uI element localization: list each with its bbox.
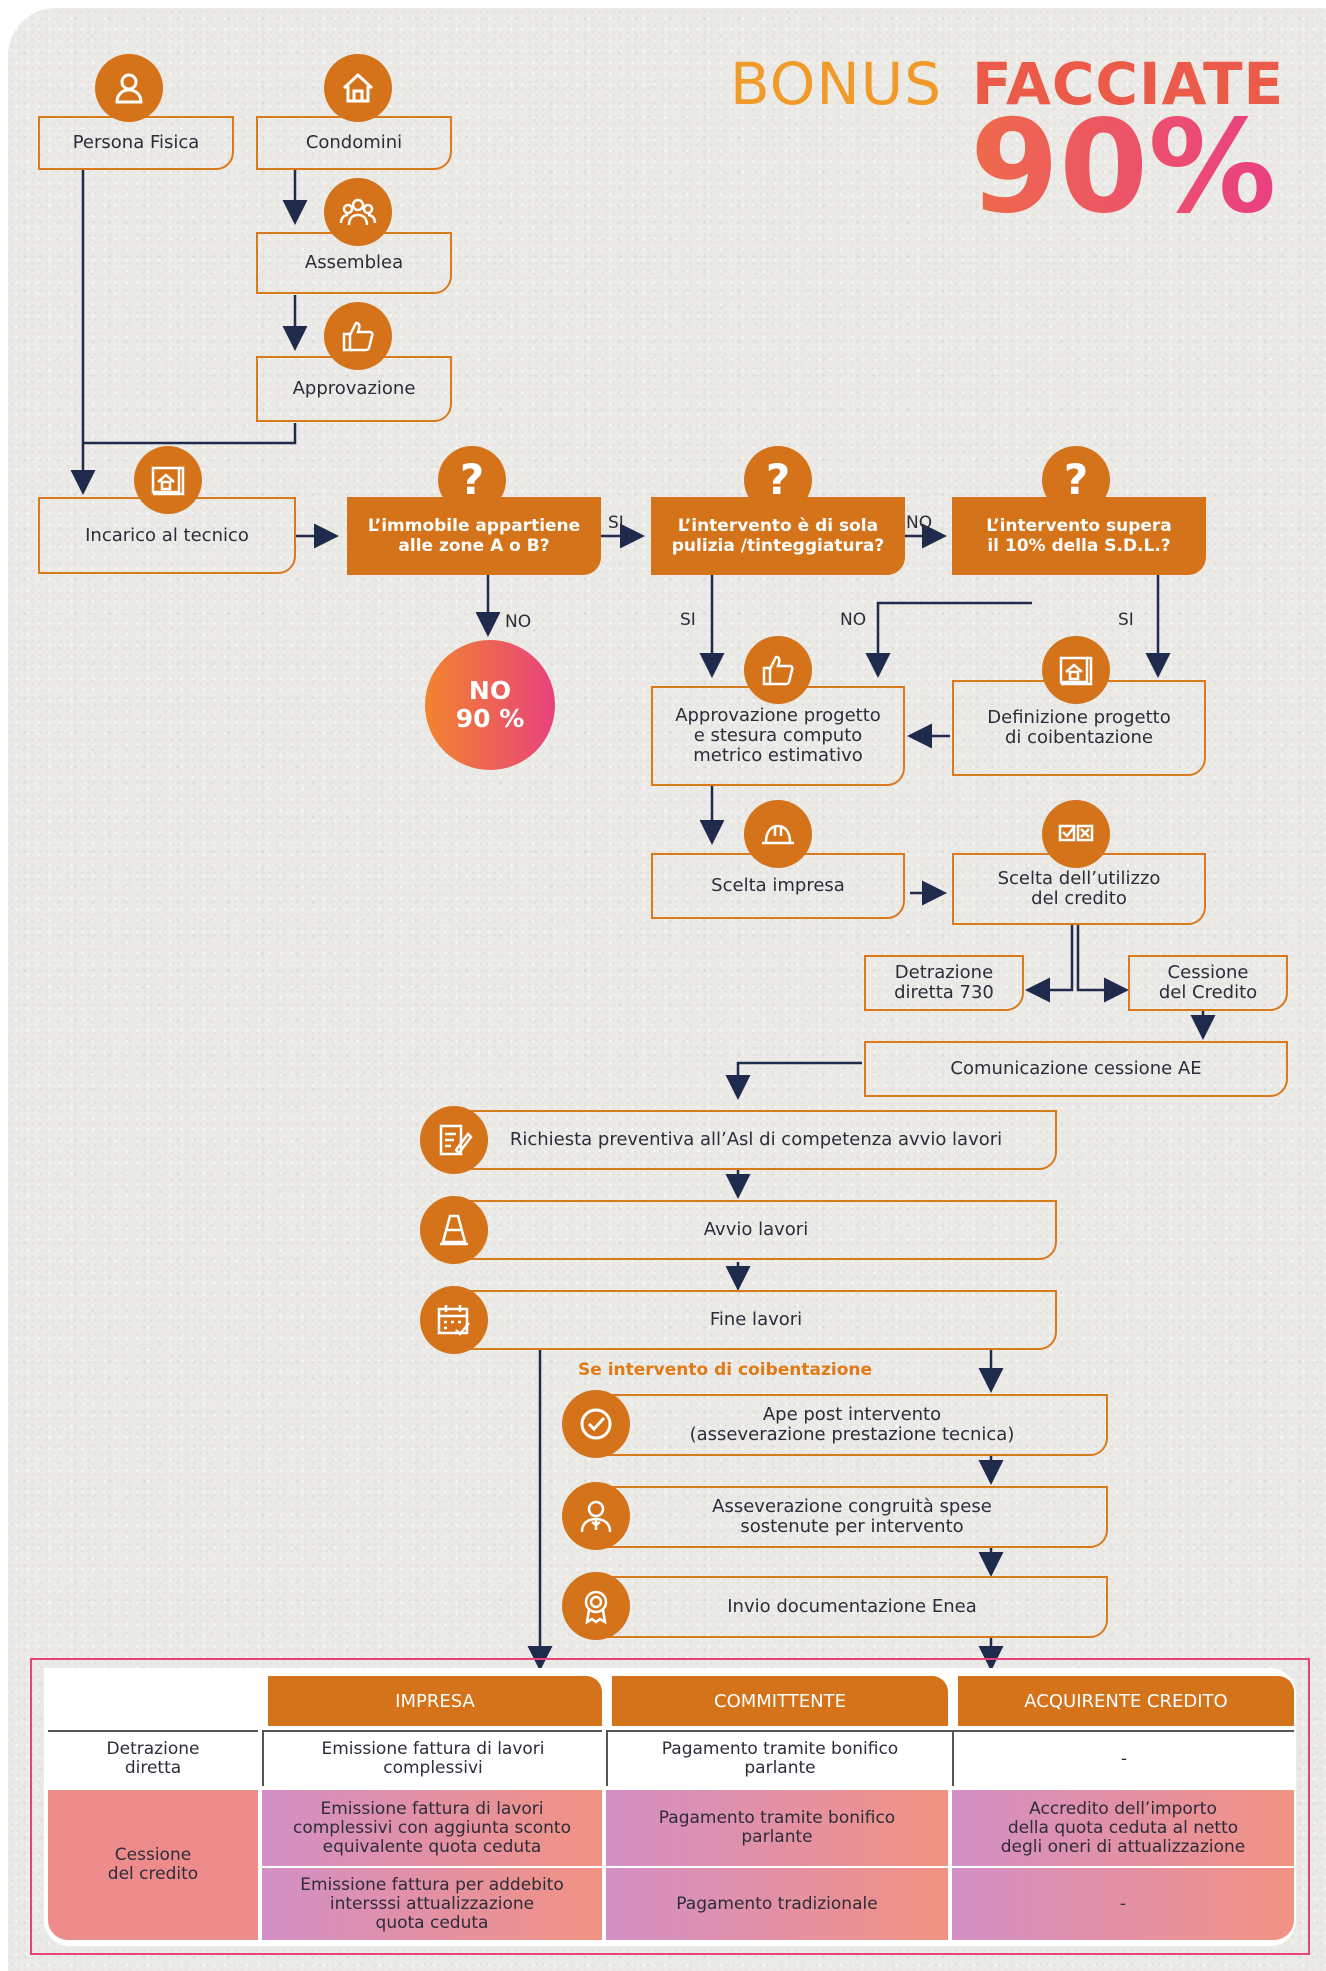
table-header-impresa: IMPRESA — [268, 1676, 602, 1726]
group-icon — [324, 178, 392, 246]
traffic-cone-icon — [420, 1196, 488, 1264]
question-pulizia: L’intervento è di sola pulizia /tinteggi… — [651, 497, 905, 575]
box-condomini: Condomini — [256, 116, 452, 170]
calendar-check-icon — [420, 1286, 488, 1354]
question-zone-a-b: L’immobile appartiene alle zone A o B? — [347, 497, 601, 575]
box-comunicazione-ae: Comunicazione cessione AE — [864, 1041, 1288, 1097]
hard-hat-icon — [744, 800, 812, 868]
table-header-acquirente: ACQUIRENTE CREDITO — [958, 1676, 1294, 1726]
label-se-coibentazione: Se intervento di coibentazione — [578, 1360, 873, 1380]
title-percent: 90% — [970, 93, 1277, 242]
professional-icon — [562, 1482, 630, 1550]
cell-detrazione-impresa: Emissione fattura di lavori complessivi — [262, 1730, 602, 1786]
certificate-badge-icon — [562, 1572, 630, 1640]
box-invio-enea: Invio documentazione Enea — [596, 1576, 1108, 1638]
cell-cessione-acquirente-a: Accredito dell’importo della quota cedut… — [952, 1790, 1294, 1866]
row-label-detrazione: Detrazione diretta — [48, 1730, 258, 1786]
question-mark-icon: ? — [744, 446, 812, 514]
cell-cessione-acquirente-b: - — [952, 1868, 1294, 1940]
table-header-committente: COMMITTENTE — [612, 1676, 948, 1726]
box-scelta-credito: Scelta dell’utilizzo del credito — [952, 853, 1206, 925]
box-approvazione-progetto: Approvazione progetto e stesura computo … — [651, 686, 905, 786]
box-scelta-impresa: Scelta impresa — [651, 853, 905, 919]
cell-cessione-committente-a: Pagamento tramite bonifico parlante — [606, 1790, 948, 1866]
cell-cessione-impresa-b: Emissione fattura per addebito intersssi… — [262, 1868, 602, 1940]
no90-line2: 90 % — [455, 704, 525, 733]
label-no-1: NO — [505, 612, 532, 632]
checkbox-choice-icon — [1042, 800, 1110, 868]
row-label-cessione: Cessione del credito — [48, 1790, 258, 1940]
check-circle-icon — [562, 1390, 630, 1458]
cell-detrazione-committente: Pagamento tramite bonifico parlante — [606, 1730, 952, 1786]
thumbs-up-icon — [324, 302, 392, 370]
cell-detrazione-acquirente: - — [952, 1730, 1294, 1786]
box-cessione-credito: Cessione del Credito — [1128, 955, 1288, 1011]
box-detrazione-730: Detrazione diretta 730 — [864, 955, 1024, 1011]
no-90-badge: NO 90 % — [425, 640, 555, 770]
no90-line1: NO — [468, 676, 512, 705]
blueprint-icon — [1042, 636, 1110, 704]
title-facciate: FACCIATE — [972, 50, 1285, 118]
blueprint-icon — [134, 446, 202, 514]
box-persona-fisica: Persona Fisica — [38, 116, 234, 170]
question-mark-icon: ? — [438, 446, 506, 514]
cell-cessione-committente-b: Pagamento tradizionale — [606, 1868, 948, 1940]
box-fine-lavori: Fine lavori — [455, 1290, 1057, 1350]
label-no-2: NO — [906, 513, 933, 533]
label-si-1: SI — [608, 513, 624, 533]
box-ape-post: Ape post intervento (asseverazione prest… — [596, 1394, 1108, 1456]
title-bonus: BONUS — [730, 50, 943, 118]
thumbs-up-icon — [744, 636, 812, 704]
question-mark-icon: ? — [1042, 446, 1110, 514]
cell-cessione-impresa-a: Emissione fattura di lavori complessivi … — [262, 1790, 602, 1866]
label-si-3: SI — [1118, 610, 1134, 630]
person-icon — [95, 54, 163, 122]
box-avvio-lavori: Avvio lavori — [455, 1200, 1057, 1260]
label-no-3: NO — [840, 610, 867, 630]
label-si-2: SI — [680, 610, 696, 630]
box-asseverazione: Asseverazione congruità spese sostenute … — [596, 1486, 1108, 1548]
form-edit-icon — [420, 1106, 488, 1174]
table-frame — [30, 1658, 1310, 1955]
house-icon — [324, 54, 392, 122]
box-richiesta-asl: Richiesta preventiva all’Asl di competen… — [455, 1110, 1057, 1170]
